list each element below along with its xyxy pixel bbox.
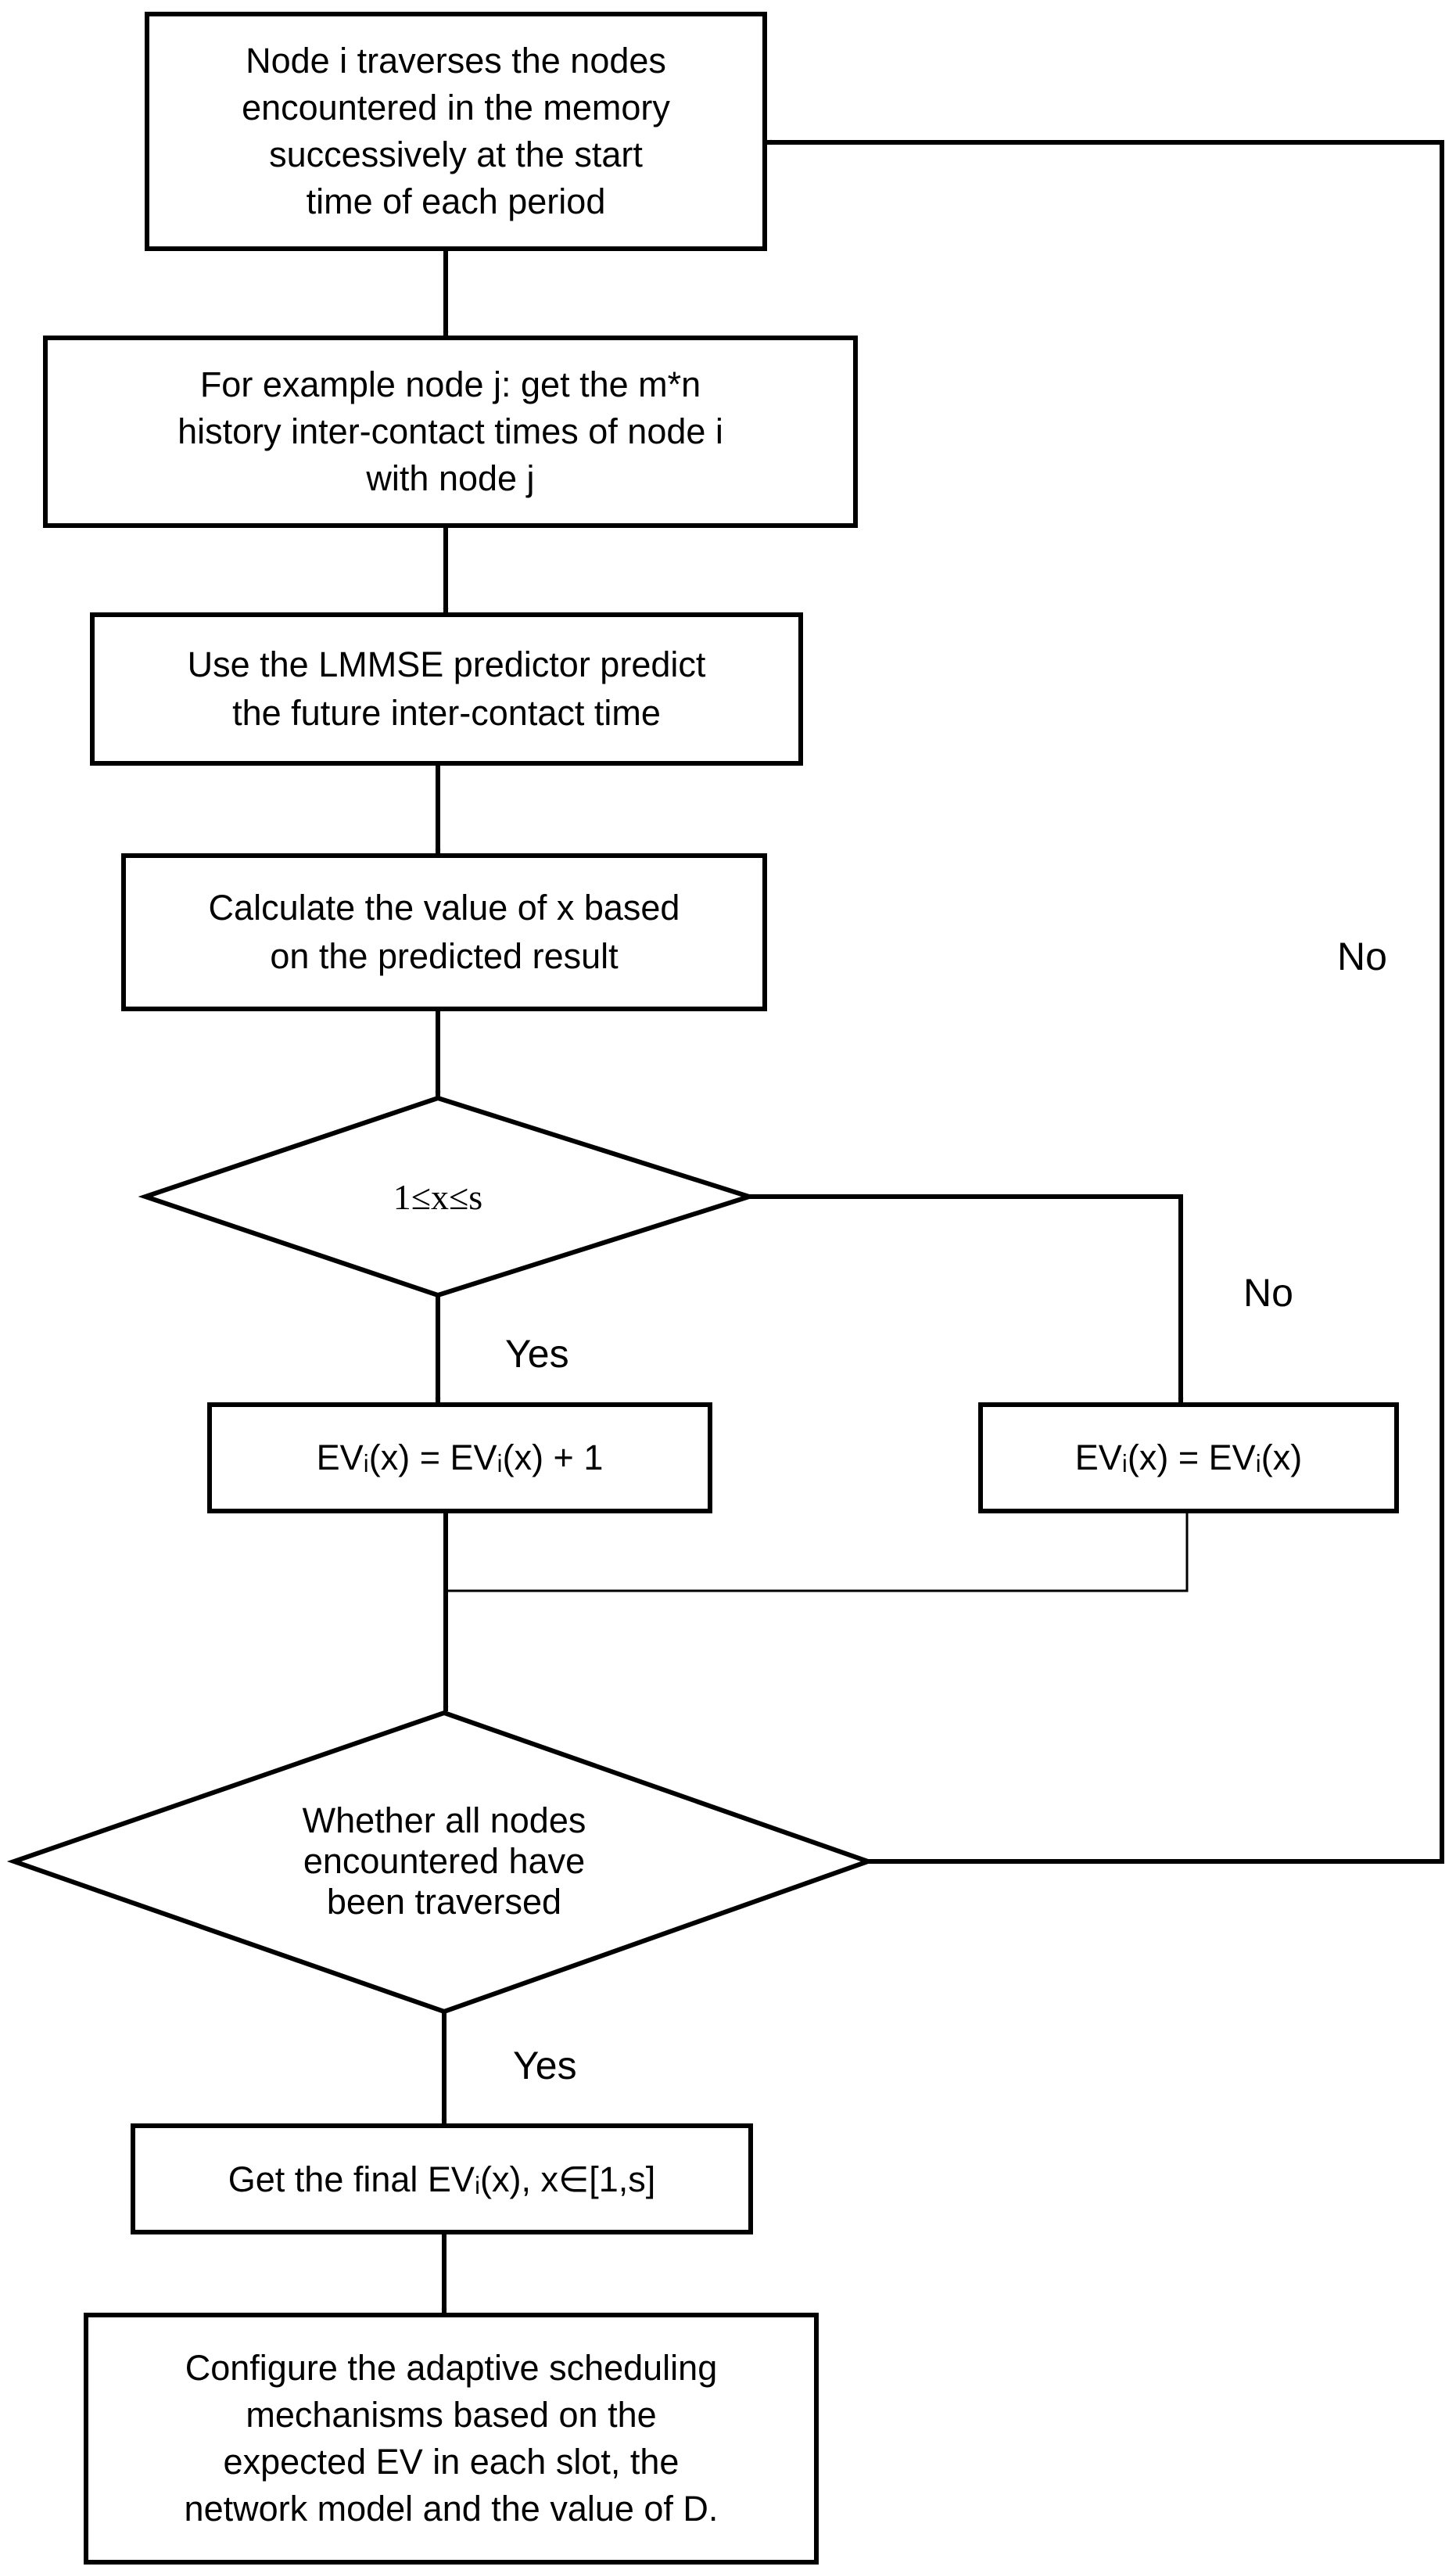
configure-text: Configure the adaptive scheduling mechan… [184, 2348, 719, 2529]
line-keep-merge [446, 1511, 1189, 1592]
condition-text: 1≤x≤s [393, 1176, 483, 1217]
label-no-condition: No [1243, 1271, 1293, 1315]
all-traversed-text: Whether all nodes encountered have been … [302, 1800, 586, 1922]
label-no-traversed: No [1337, 935, 1387, 978]
box-calculate [121, 853, 767, 1011]
arrow-traversed-no-loop [766, 139, 1444, 1864]
final-text: Get the final EVᵢ(x), x∈[1,s] [228, 2159, 656, 2199]
label-yes-condition: Yes [505, 1332, 569, 1376]
calculate-text: Calculate the value of x based on the pr… [208, 888, 680, 976]
box-final [131, 2123, 753, 2234]
box-traverse [145, 12, 767, 251]
traverse-text: Node i traverses the nodes encountered i… [242, 41, 670, 221]
arrow-condition-no [749, 1194, 1184, 1404]
box-predict [90, 612, 803, 766]
increment-text: EVᵢ(x) = EVᵢ(x) + 1 [316, 1438, 604, 1477]
label-yes-traversed: Yes [513, 2044, 577, 2087]
predict-text: Use the LMMSE predictor predict the futu… [187, 644, 706, 733]
box-configure [84, 2313, 819, 2565]
keep-text: EVᵢ(x) = EVᵢ(x) [1074, 1438, 1303, 1477]
history-text: For example node j: get the m*n history … [178, 364, 723, 498]
box-keep [978, 1402, 1399, 1513]
box-history [43, 336, 858, 528]
box-increment [207, 1402, 712, 1513]
